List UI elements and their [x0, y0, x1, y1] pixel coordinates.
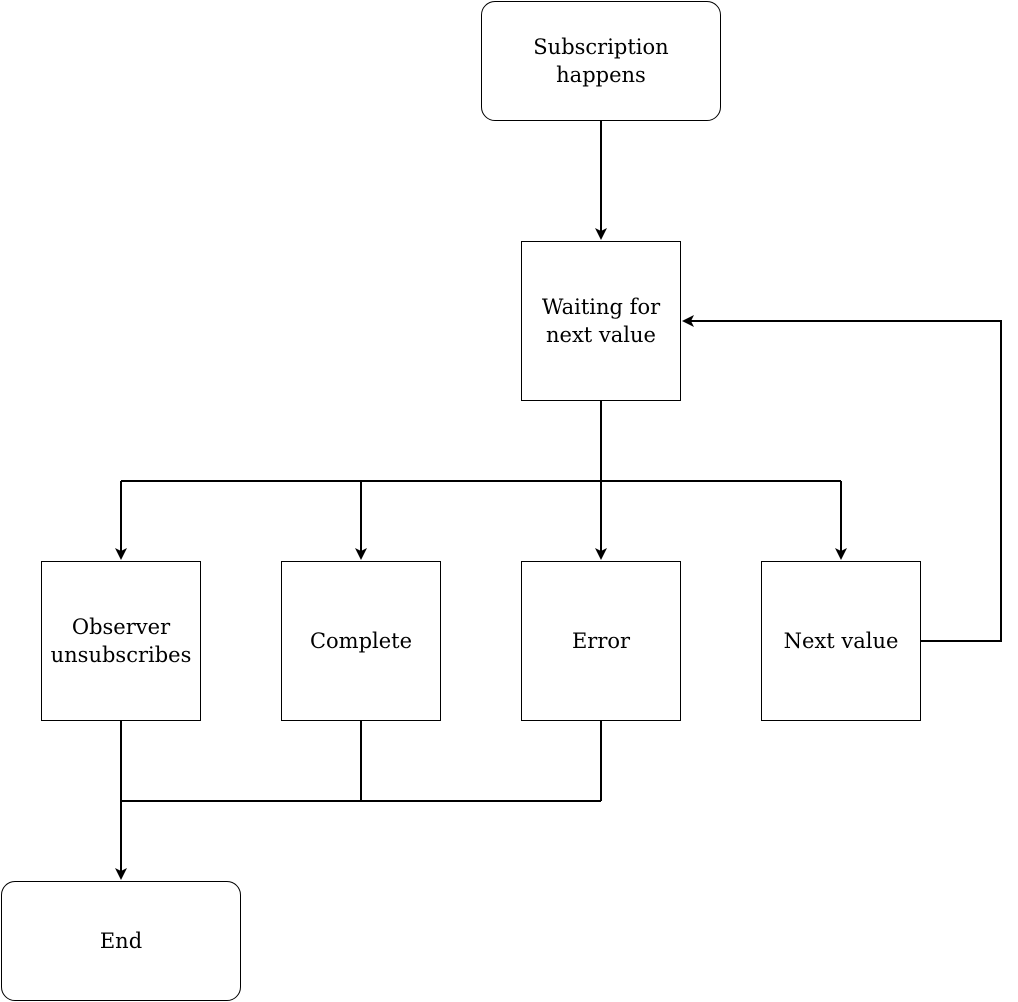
error-node-label: Error [571, 629, 631, 653]
waiting-node: Waiting for next value [521, 241, 681, 401]
start-node-line1: Subscription [533, 35, 669, 59]
waiting-node-line2: next value [546, 323, 656, 347]
complete-node: Complete [281, 561, 441, 721]
next-value-node: Next value [761, 561, 921, 721]
complete-node-label: Complete [309, 629, 413, 653]
error-node: Error [521, 561, 681, 721]
start-node-line2: happens [556, 63, 646, 87]
next-value-node-label: Next value [783, 629, 899, 653]
unsubscribe-node-line2: unsubscribes [50, 643, 192, 667]
start-node: Subscription happens [481, 1, 721, 121]
unsubscribe-node-line1: Observer [71, 615, 171, 639]
end-node-label: End [99, 929, 143, 953]
edge-next-loop-back [682, 315, 1002, 642]
end-node: End [1, 881, 241, 1001]
waiting-node-line1: Waiting for [541, 295, 661, 319]
unsubscribe-node: Observer unsubscribes [41, 561, 201, 721]
